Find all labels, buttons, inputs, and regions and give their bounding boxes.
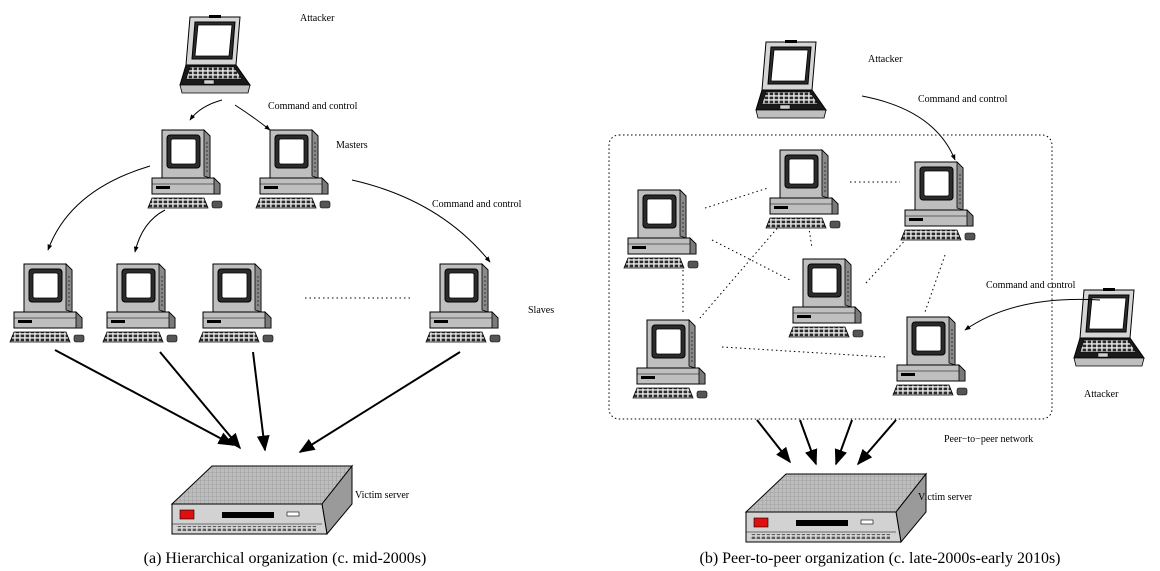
- panel-peer-to-peer: Attacker Command and control Command and…: [608, 39, 1145, 567]
- cc-arrow: [189, 99, 223, 121]
- panel-hierarchical: Attacker Command and control Masters Com…: [9, 13, 554, 567]
- attack-arrow: [856, 419, 897, 466]
- cc-label: Command and control: [268, 101, 358, 112]
- attack-arrow: [159, 351, 242, 450]
- attacker-label: Attacker: [300, 13, 335, 24]
- attack-arrow: [252, 351, 270, 452]
- slave-computer-icon: [102, 263, 178, 343]
- peer-computer-icon: [788, 258, 864, 338]
- cc-arrow: [351, 179, 491, 263]
- p2p-network-boundary: [608, 134, 1053, 420]
- victim-server-icon: [171, 465, 353, 535]
- attack-arrow: [834, 419, 853, 466]
- cc-arrow: [133, 209, 166, 253]
- cc-arrow: [964, 298, 1101, 331]
- caption-a: (a) Hierarchical organization (c. mid-20…: [144, 550, 427, 567]
- cc-label: Command and control: [432, 199, 522, 210]
- slave-computer-icon: [9, 263, 85, 343]
- master-computer-icon: [147, 129, 223, 209]
- peer-computer-icon: [632, 319, 708, 399]
- peer-computer-icon: [765, 149, 841, 229]
- victim-server-icon: [745, 473, 927, 543]
- cc-arrow: [47, 165, 151, 251]
- peer-computer-icon: [623, 189, 699, 269]
- slaves-label: Slaves: [528, 305, 554, 316]
- peer-computer-icon: [892, 316, 968, 396]
- peer-links: [682, 181, 946, 358]
- attack-arrow: [756, 419, 791, 464]
- victim-label: Victim server: [918, 492, 973, 503]
- network-label: Peer−to−peer network: [944, 434, 1033, 445]
- victim-label: Victim server: [355, 490, 410, 501]
- caption-b: (b) Peer-to-peer organization (c. late-2…: [699, 550, 1060, 567]
- slave-computer-icon: [425, 263, 501, 343]
- attack-arrow: [298, 351, 461, 453]
- attack-arrow: [54, 349, 235, 446]
- attacker-laptop-icon: [755, 39, 827, 119]
- cc-label: Command and control: [986, 280, 1076, 291]
- attacker-label: Attacker: [1084, 389, 1119, 400]
- slave-computer-icon: [198, 263, 274, 343]
- attacker-laptop-icon: [179, 14, 251, 94]
- cc-arrow: [861, 95, 956, 161]
- cc-label: Command and control: [918, 94, 1008, 105]
- attacker-label: Attacker: [868, 54, 903, 65]
- master-computer-icon: [255, 129, 331, 209]
- cc-arrow: [234, 104, 271, 131]
- masters-label: Masters: [336, 140, 368, 151]
- attack-arrow: [799, 419, 818, 466]
- peer-computer-icon: [900, 161, 976, 241]
